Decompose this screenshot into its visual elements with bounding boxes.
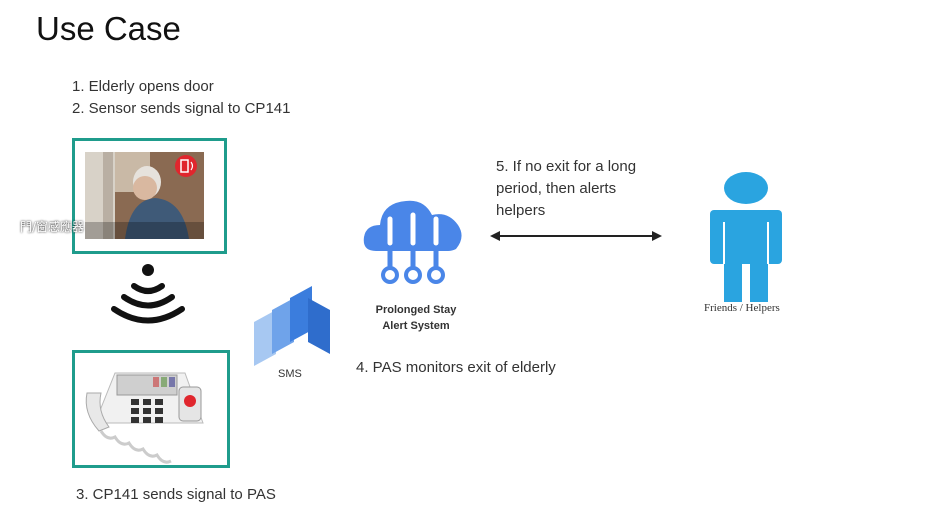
- step-2-text: 2. Sensor sends signal to CP141: [72, 100, 291, 117]
- step-4-text: 4. PAS monitors exit of elderly: [356, 359, 556, 376]
- cp141-phone-photo: [75, 353, 227, 465]
- step-1-text: 1. Elderly opens door: [72, 78, 214, 95]
- friends-helpers-label: Friends / Helpers: [704, 302, 780, 314]
- cp141-phone-image-frame: [72, 350, 230, 468]
- door-sensor-image-frame: [72, 138, 227, 254]
- prolonged-stay-alert-system-icon: [358, 193, 468, 298]
- step-3-text: 3. CP141 sends signal to PAS: [76, 486, 276, 503]
- door-sensor-photo: [85, 152, 204, 239]
- pas-label-line1: Prolonged Stay: [375, 304, 457, 316]
- door-sensor-badge-icon: [175, 155, 197, 177]
- sms-label: SMS: [278, 368, 302, 380]
- double-arrow-icon: [490, 228, 662, 249]
- door-sensor-caption: 門/窗感應器: [20, 220, 85, 234]
- wireless-signal-icon: [106, 262, 190, 337]
- page-title: Use Case: [36, 10, 181, 47]
- step-5-text: 5. If no exit for a long period, then al…: [496, 158, 637, 219]
- sms-icon: [250, 284, 332, 371]
- person-icon: [708, 172, 784, 309]
- pas-label-line2: Alert System: [382, 320, 450, 332]
- pas-label: Prolonged Stay Alert System: [366, 302, 466, 334]
